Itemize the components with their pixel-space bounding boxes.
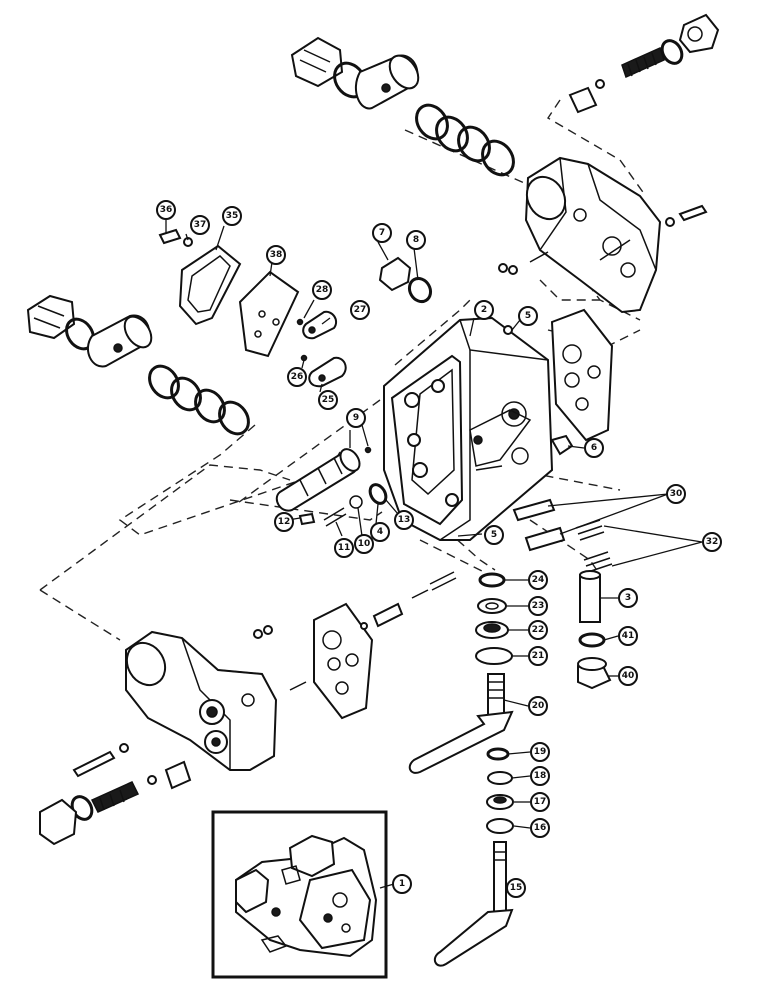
callout-3-label: 3 [625, 593, 631, 603]
top-right-relief-valve [568, 13, 720, 114]
callout-12: 12 [274, 512, 294, 532]
callout-30-label: 30 [670, 489, 683, 499]
callout-7: 7 [372, 223, 392, 243]
callout-22: 22 [528, 620, 548, 640]
callout-26: 26 [287, 367, 307, 387]
callout-24: 24 [528, 570, 548, 590]
callout-11-label: 11 [338, 543, 351, 553]
callout-2: 2 [474, 300, 494, 320]
left-spool-assembly [26, 294, 250, 436]
callout-15: 15 [506, 878, 526, 898]
callout-12-label: 12 [278, 517, 291, 527]
callout-20: 20 [528, 696, 548, 716]
callout-9: 9 [346, 408, 366, 428]
callout-5-bottom: 5 [484, 525, 504, 545]
callout-20-label: 20 [532, 701, 545, 711]
callout-23-label: 23 [532, 601, 545, 611]
callout-35: 35 [222, 206, 242, 226]
callout-15-label: 15 [510, 883, 523, 893]
callout-22-label: 22 [532, 625, 545, 635]
callout-1-label: 1 [399, 879, 405, 889]
callout-37-label: 37 [194, 220, 207, 230]
lower-left-valve-housing [125, 630, 307, 771]
callout-4: 4 [370, 522, 390, 542]
seal-stack-upper [475, 570, 612, 690]
lower-shaft-arm [433, 841, 514, 967]
lower-left-relief-valve [39, 743, 192, 846]
seal-stack-lower [486, 747, 514, 834]
main-valve-body [383, 316, 574, 541]
callout-17: 17 [530, 792, 550, 812]
callout-36-label: 36 [160, 205, 173, 215]
callout-13-label: 13 [398, 515, 411, 525]
callout-19-label: 19 [534, 747, 547, 757]
lower-left-gasket [253, 571, 457, 720]
callout-16-label: 16 [534, 823, 547, 833]
upper-shaft-arm [408, 673, 514, 774]
callout-28-label: 28 [316, 285, 329, 295]
callout-leaders [165, 218, 703, 889]
callout-25: 25 [318, 390, 338, 410]
callout-2-label: 2 [481, 305, 487, 315]
callout-27-label: 27 [354, 305, 367, 315]
callout-30: 30 [666, 484, 686, 504]
callout-6-label: 6 [591, 443, 597, 453]
callout-8-label: 8 [413, 235, 419, 245]
callout-5-top: 5 [518, 306, 538, 326]
callout-18: 18 [530, 766, 550, 786]
callout-1: 1 [392, 874, 412, 894]
callout-38-label: 38 [270, 250, 283, 260]
fitting-and-oring [378, 256, 433, 304]
callout-10: 10 [354, 534, 374, 554]
callout-27: 27 [350, 300, 370, 320]
callout-5-top-label: 5 [525, 311, 531, 321]
callout-13: 13 [394, 510, 414, 530]
callout-3: 3 [618, 588, 638, 608]
callout-19: 19 [530, 742, 550, 762]
callout-23: 23 [528, 596, 548, 616]
callout-8: 8 [406, 230, 426, 250]
plungers-and-springs [512, 498, 613, 573]
callout-6: 6 [584, 438, 604, 458]
callout-9-label: 9 [353, 413, 359, 423]
callout-10-label: 10 [358, 539, 371, 549]
callout-35-label: 35 [226, 211, 239, 221]
callout-16: 16 [530, 818, 550, 838]
callout-5-bottom-label: 5 [491, 530, 497, 540]
callout-25-label: 25 [322, 395, 335, 405]
right-gasket [550, 308, 614, 442]
callout-38: 38 [266, 245, 286, 265]
callout-11: 11 [334, 538, 354, 558]
callout-26-label: 26 [291, 372, 304, 382]
callout-17-label: 17 [534, 797, 547, 807]
callout-37: 37 [190, 215, 210, 235]
inner-spool-group [275, 446, 388, 527]
callout-18-label: 18 [534, 771, 547, 781]
callout-21: 21 [528, 646, 548, 666]
callout-36: 36 [156, 200, 176, 220]
top-right-valve-housing [498, 156, 708, 314]
inset-assembled-view [211, 810, 388, 979]
callout-7-label: 7 [379, 228, 385, 238]
callout-4-label: 4 [377, 527, 383, 537]
callout-32: 32 [702, 532, 722, 552]
callout-21-label: 21 [532, 651, 545, 661]
callout-28: 28 [312, 280, 332, 300]
callout-40-label: 40 [622, 671, 635, 681]
callout-40: 40 [618, 666, 638, 686]
callout-24-label: 24 [532, 575, 545, 585]
top-spool-assembly [290, 36, 515, 177]
callout-41: 41 [618, 626, 638, 646]
callout-41-label: 41 [622, 631, 635, 641]
callout-32-label: 32 [706, 537, 719, 547]
lever-group [296, 310, 347, 388]
